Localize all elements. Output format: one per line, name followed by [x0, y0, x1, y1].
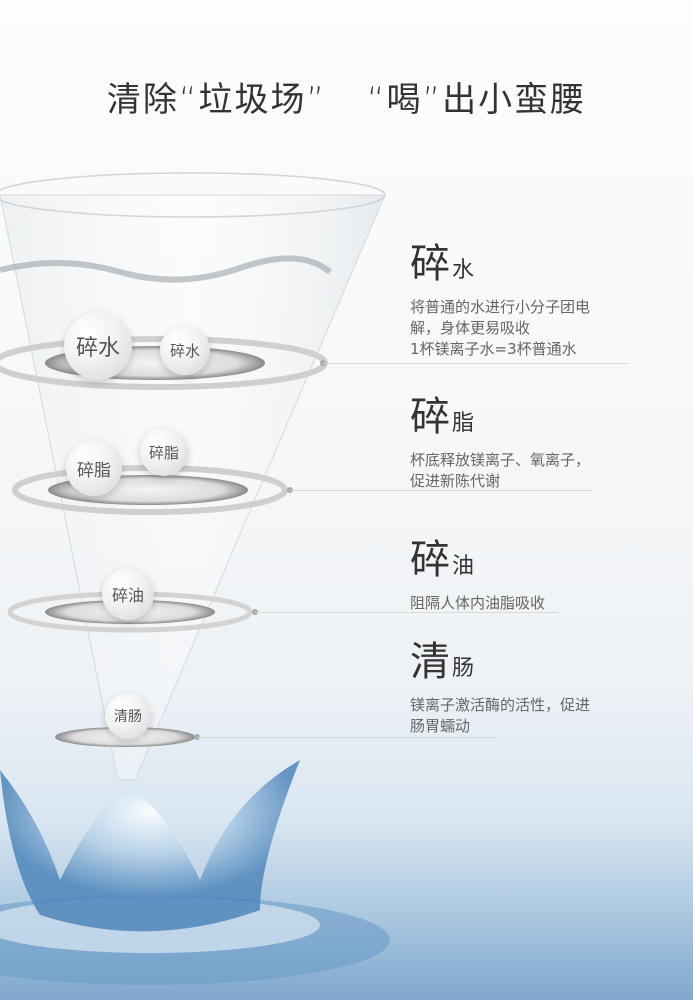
feature-intestine: 清肠 镁离子激活酶的活性，促进 肠胃蠕动 [410, 640, 590, 737]
page-title: 清除“垃圾场” “喝”出小蛮腰 [0, 72, 693, 121]
feature-text: 促进新陈代谢 [410, 472, 501, 490]
feature-heading: 清 [410, 639, 450, 685]
bubble-fat-small: 碎脂 [140, 428, 188, 476]
feature-text: 肠胃蠕动 [410, 717, 471, 735]
feature-heading: 碎 [410, 241, 450, 287]
bubble-oil: 碎油 [102, 568, 154, 620]
title-part2: “喝”出小蛮腰 [366, 80, 587, 120]
bubble-intestine: 清肠 [105, 693, 151, 739]
feature-text: 镁离子激活酶的活性，促进 [410, 696, 591, 714]
feature-subheading: 脂 [452, 411, 475, 436]
bubble-water-big: 碎水 [64, 312, 132, 380]
feature-text: 阻隔人体内油脂吸收 [410, 594, 546, 612]
feature-text: 解，身体更易吸收 [410, 319, 531, 337]
feature-fat: 碎脂 杯底释放镁离子、氧离子， 促进新陈代谢 [410, 395, 590, 492]
feature-heading: 碎 [410, 537, 450, 583]
feature-text: 将普通的水进行小分子团电 [410, 298, 591, 316]
divider [323, 363, 628, 364]
feature-oil: 碎油 阻隔人体内油脂吸收 [410, 538, 545, 614]
bubble-water-small: 碎水 [160, 325, 210, 375]
feature-subheading: 水 [452, 258, 475, 283]
water-splash [0, 760, 390, 985]
divider [290, 490, 593, 491]
divider [197, 737, 497, 738]
divider [255, 612, 558, 613]
feature-heading: 碎 [410, 394, 450, 440]
feature-subheading: 肠 [452, 656, 475, 681]
feature-water: 碎水 将普通的水进行小分子团电 解，身体更易吸收 1杯镁离子水=3杯普通水 [410, 242, 590, 360]
feature-text: 杯底释放镁离子、氧离子， [410, 451, 591, 469]
title-part1: 清除“垃圾场” [106, 80, 327, 120]
feature-text: 1杯镁离子水=3杯普通水 [410, 340, 577, 358]
water-surface [0, 255, 332, 283]
bubble-fat-big: 碎脂 [66, 440, 122, 496]
feature-subheading: 油 [452, 554, 475, 579]
